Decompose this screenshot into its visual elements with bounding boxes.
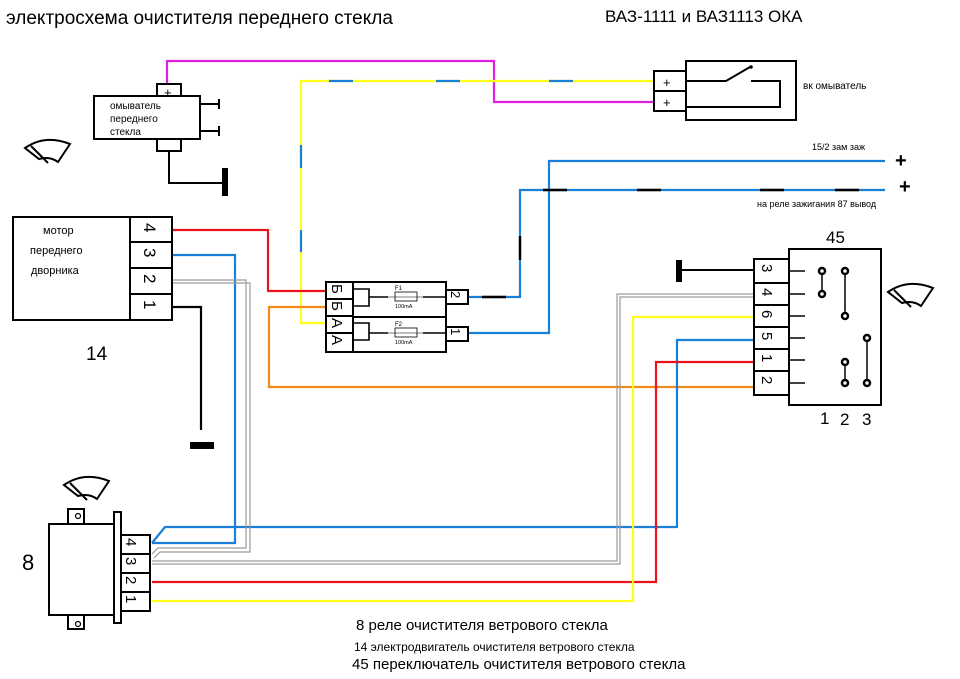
hose-nozzle-icon bbox=[200, 99, 220, 136]
relay-pin: 2 bbox=[122, 576, 139, 584]
wire-black-washer bbox=[168, 150, 224, 184]
wire-blue-black-stripes bbox=[482, 188, 859, 299]
switch-pin: 2 bbox=[758, 376, 775, 384]
switch-pin: 4 bbox=[758, 288, 775, 296]
car-model: ВАЗ-1111 и ВАЗ1113 ОКА bbox=[605, 7, 803, 26]
motor-pin: 2 bbox=[140, 274, 159, 283]
legend-item: 45 переключатель очистителя ветрового ст… bbox=[352, 656, 686, 673]
fuse-icon bbox=[388, 327, 423, 338]
windshield-wiper-icon bbox=[23, 138, 72, 164]
washer-switch-terminal: + bbox=[663, 75, 671, 90]
power-label-15-2: 15/2 зам заж bbox=[812, 142, 865, 152]
power-label-87: на реле зажигания 87 вывод bbox=[757, 199, 877, 209]
fuse-pin: Б bbox=[328, 284, 345, 294]
motor-number: 14 bbox=[86, 344, 108, 365]
wire-orange bbox=[267, 305, 754, 389]
legend-item: 14 электродвигатель очистителя ветрового… bbox=[354, 640, 635, 654]
wire-red-motor4 bbox=[170, 228, 326, 293]
wire-yellow-blue bbox=[299, 79, 654, 325]
switch-position: 3 bbox=[862, 410, 871, 429]
switch-contact-icon bbox=[686, 66, 781, 108]
switch-pin: 1 bbox=[758, 354, 775, 362]
switch-number: 45 bbox=[826, 228, 845, 247]
fuse-rating: 100mA bbox=[395, 304, 413, 310]
wire-gray-double bbox=[151, 279, 754, 565]
windshield-wiper-icon bbox=[62, 475, 111, 501]
switch-contact-points bbox=[817, 266, 872, 388]
fuse-name: F2 bbox=[395, 322, 403, 328]
fuse-pin: А bbox=[328, 335, 345, 345]
washer-pump: + омыватель переднего стекла bbox=[93, 83, 220, 152]
wire-yellow-switch6 bbox=[152, 315, 754, 603]
fuse-pin: А bbox=[328, 318, 345, 328]
ground-icon bbox=[190, 442, 214, 449]
relay-number: 8 bbox=[22, 550, 34, 575]
ground-icon bbox=[676, 260, 682, 282]
switch-pin: 5 bbox=[758, 332, 775, 340]
washer-switch: + + вк омыватель bbox=[653, 60, 866, 121]
fuse-out-pin: 1 bbox=[448, 328, 463, 335]
wire-blue-switch5 bbox=[151, 338, 754, 544]
wiper-motor: мотор переднего дворника 4 3 2 1 14 bbox=[12, 216, 173, 365]
fuse-out-pin: 2 bbox=[448, 291, 463, 298]
switch-pin: 3 bbox=[758, 264, 775, 272]
diagram-title: электросхема очистителя переднего стекла bbox=[6, 8, 393, 29]
switch-position: 2 bbox=[840, 410, 849, 429]
relay-pin: 1 bbox=[122, 595, 139, 603]
motor-label: дворника bbox=[31, 265, 80, 277]
ground-icon bbox=[222, 168, 228, 196]
motor-label: переднего bbox=[30, 245, 83, 257]
plus-terminal: + bbox=[895, 150, 907, 172]
fuse-icon bbox=[388, 291, 423, 302]
wiper-relay: 8 4 3 2 1 bbox=[22, 508, 151, 630]
wires bbox=[151, 59, 885, 603]
washer-pump-label: омыватель bbox=[110, 101, 161, 112]
motor-pin: 1 bbox=[140, 300, 159, 309]
washer-pump-label: стекла bbox=[110, 127, 141, 138]
wiper-switch: 45 3 4 6 5 1 2 1 bbox=[753, 228, 882, 429]
motor-label: мотор bbox=[43, 225, 74, 237]
switch-position: 1 bbox=[820, 409, 829, 428]
motor-pin: 3 bbox=[140, 248, 159, 257]
wire-red-switch1 bbox=[152, 360, 754, 584]
motor-pin: 4 bbox=[140, 223, 159, 232]
wire-blue-15-2 bbox=[468, 159, 885, 335]
wire-black-motor1 bbox=[170, 305, 203, 430]
relay-pin: 3 bbox=[122, 557, 139, 565]
plus-terminal: + bbox=[899, 176, 911, 198]
switch-pin: 6 bbox=[758, 310, 775, 318]
wire-magenta bbox=[165, 59, 654, 104]
washer-pump-label: переднего bbox=[110, 114, 158, 125]
wire-blue-motor3 bbox=[152, 253, 237, 545]
washer-switch-terminal: + bbox=[663, 95, 671, 110]
relay-pin: 4 bbox=[122, 538, 139, 546]
fuse-rating: 100mA bbox=[395, 340, 413, 346]
washer-switch-label: вк омыватель bbox=[803, 81, 866, 92]
washer-pump-terminal: + bbox=[164, 85, 172, 100]
legend-item: 8 реле очистителя ветрового стекла bbox=[356, 617, 609, 634]
windshield-wiper-icon bbox=[886, 282, 935, 308]
fuse-block: Б Б А А F1 100mA F2 100mA 2 1 bbox=[325, 281, 469, 353]
fuse-name: F1 bbox=[395, 286, 403, 292]
fuse-pin: Б bbox=[328, 301, 345, 311]
wire-yellow-blue-stripes bbox=[299, 79, 573, 252]
